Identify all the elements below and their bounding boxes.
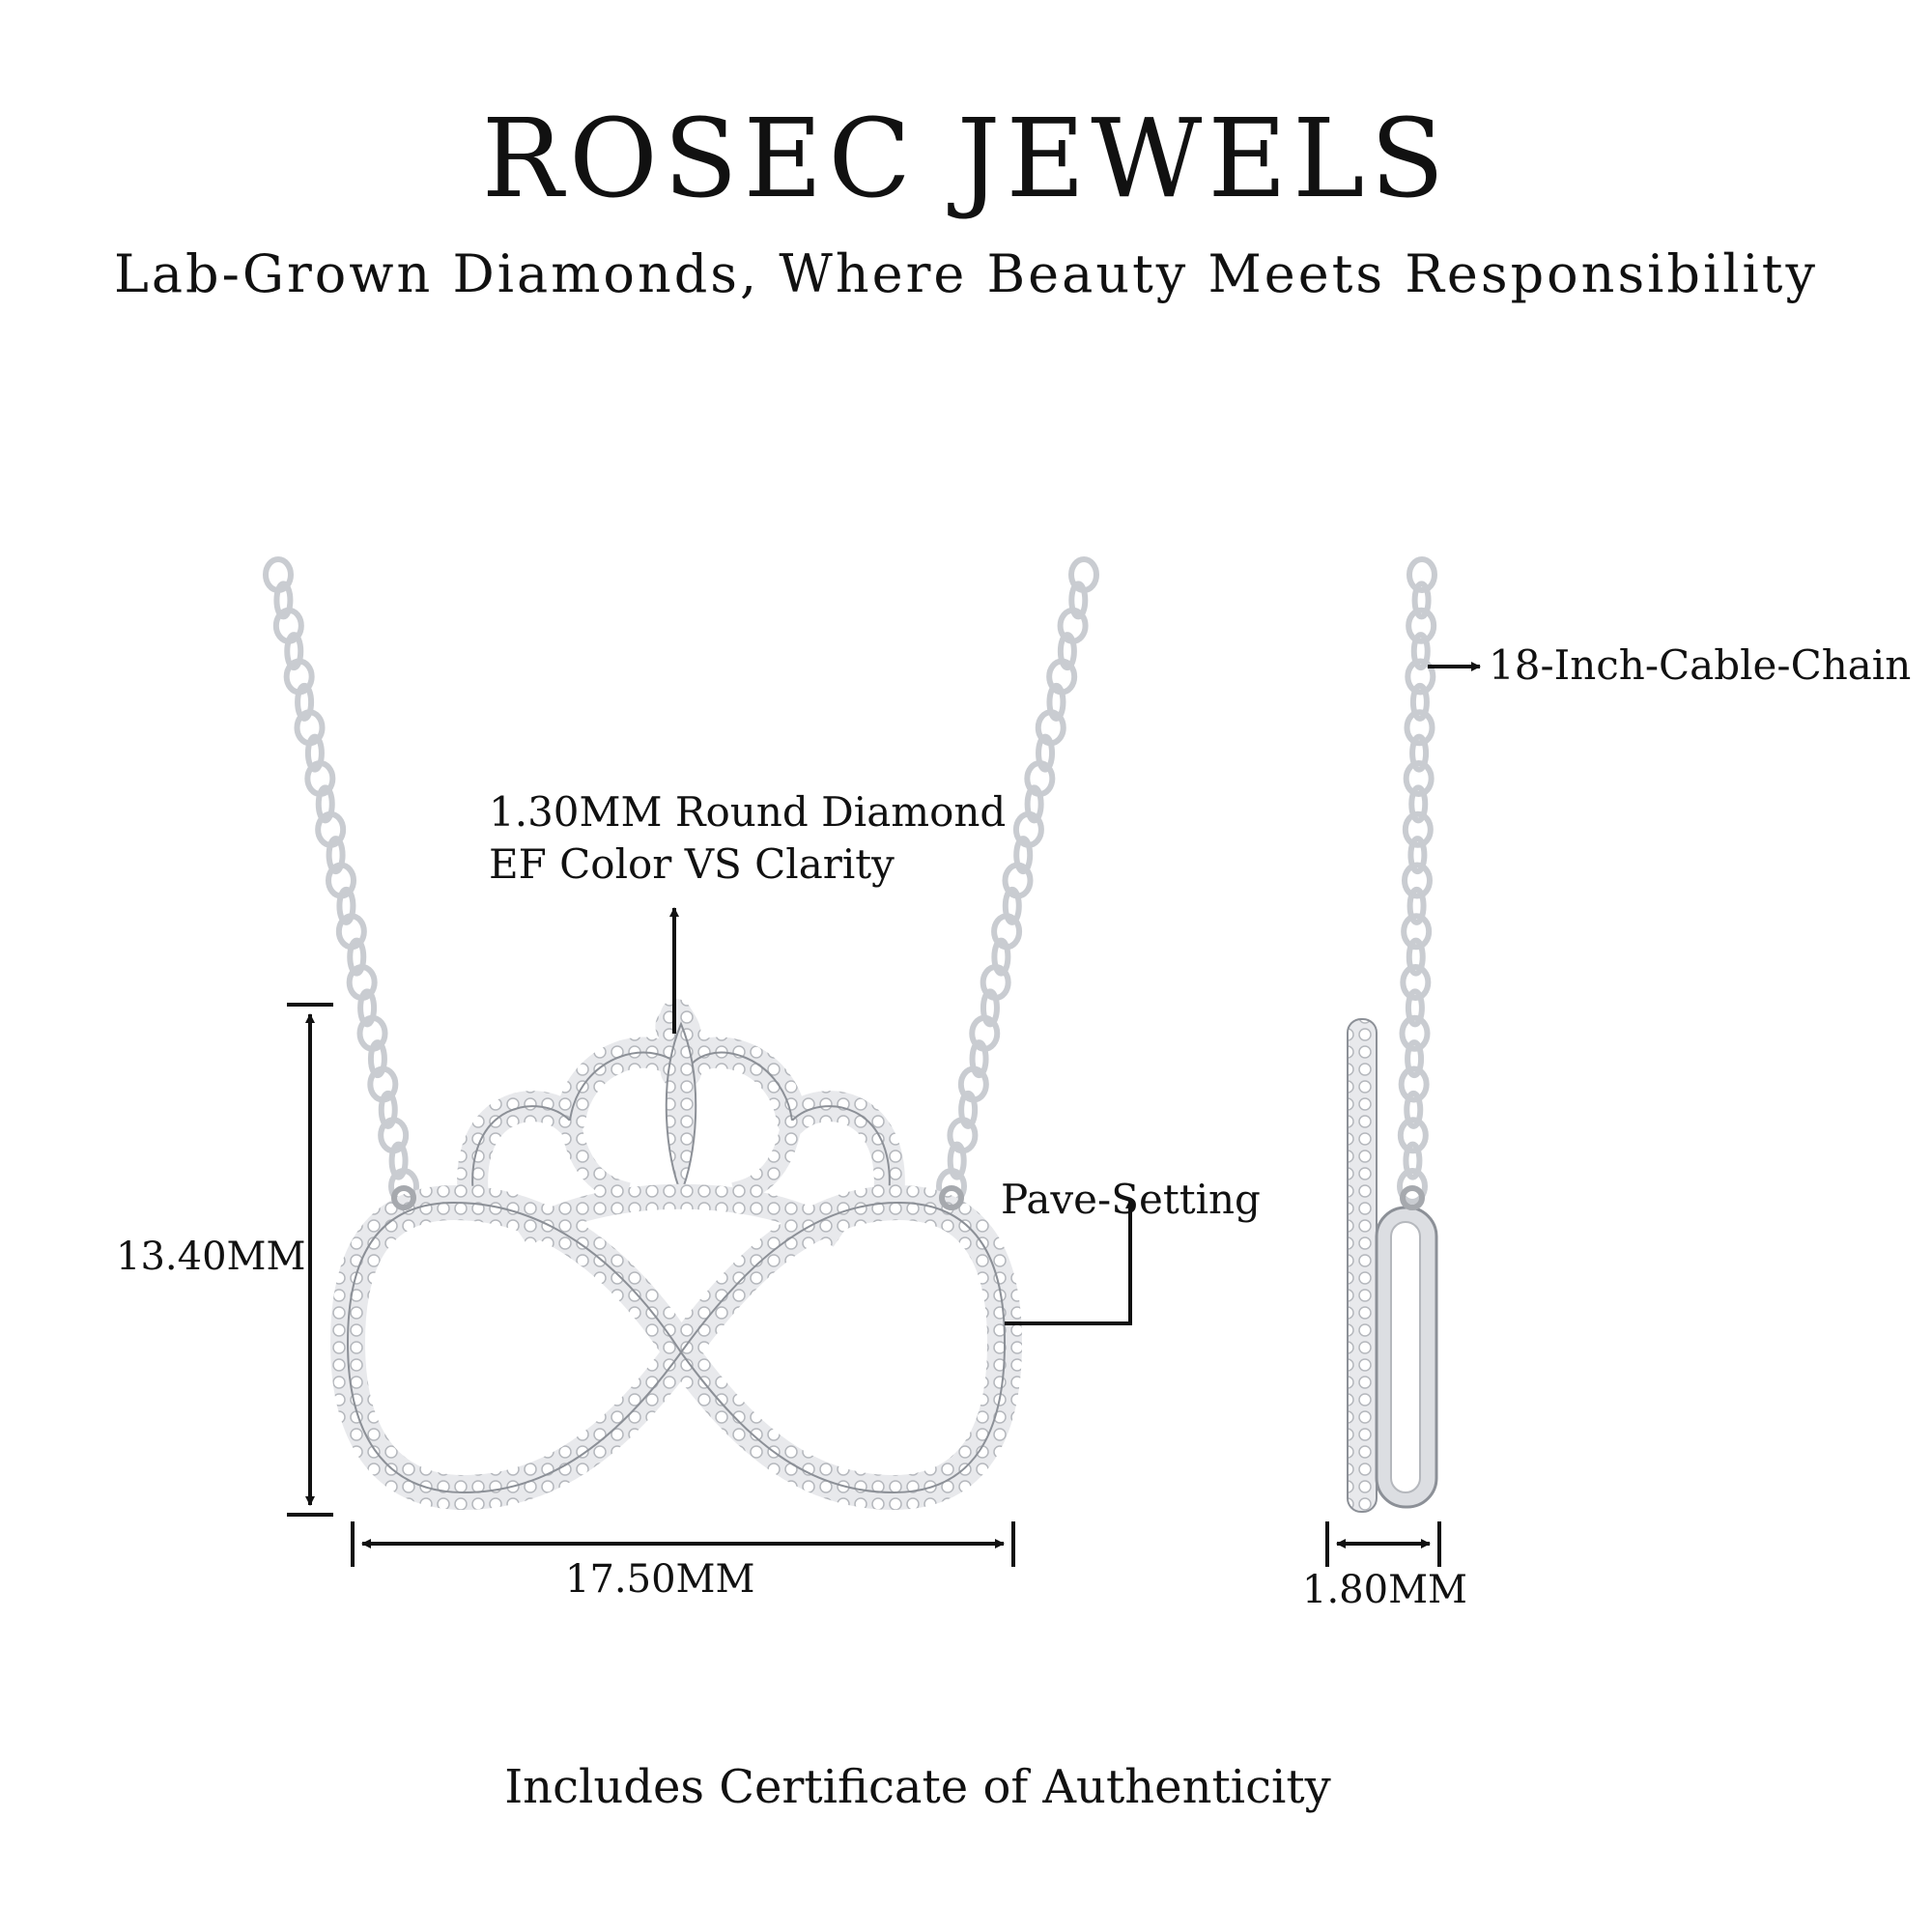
necklace-chain-right [936,556,1099,1205]
chain-link [1407,836,1428,875]
chain-link [357,988,378,1028]
chain-link [1411,581,1432,620]
chain-link [1013,836,1034,875]
diamond-spec-line-1: 1.30MM Round Diamond [489,788,1007,836]
chain-link [1402,810,1434,848]
pendant-front-view [330,999,1022,1510]
chain-link [1002,886,1022,925]
infinity-loop-edge [346,1201,1007,1494]
brand-title: ROSEC JEWELS [481,97,1451,222]
height-dimension-line [287,1003,333,1517]
chain-link [367,1039,387,1079]
chain-link [1024,784,1044,824]
height-dimension-label: 13.40MM [116,1235,306,1279]
width-dimension-label: 17.50MM [565,1557,755,1602]
chain-link [1408,784,1429,824]
chain-callout: 18-Inch-Cable-Chain [1489,641,1912,689]
chain-link [969,1039,989,1079]
chain-link [295,682,315,722]
chain-link [1400,964,1432,1001]
brand-tagline: Lab-Grown Diamonds, Where Beauty Meets R… [113,243,1819,304]
chain-link [1403,760,1435,797]
chain-link [1397,1168,1428,1205]
chain-link [1398,1065,1430,1103]
chain-link [1405,988,1425,1028]
chain-link [315,784,335,824]
chain-link [1405,658,1436,696]
chain-link [1409,733,1430,773]
chain-link [1406,607,1437,644]
diamond-spec-line-2: EF Color VS Clarity [489,840,895,888]
depth-dimension-line [1325,1521,1441,1567]
diamond-spec-callout: 1.30MM Round Diamond EF Color VS Clarity [489,786,1006,891]
crown-inner-arch-right [731,1118,803,1204]
certificate-note: Includes Certificate of Authenticity [504,1760,1331,1814]
chain-link [326,836,346,875]
chain-link [1410,632,1431,671]
infinity-loop [330,1185,1022,1510]
chain-link [284,632,304,671]
chain-link [1404,1090,1424,1129]
chain-link [980,988,1000,1028]
chain-link [1409,682,1430,722]
chain-link [1406,937,1426,977]
necklace-chain-left [263,556,419,1205]
chain-link [388,1141,409,1180]
necklace-chain-side [1397,556,1437,1205]
bail-right [939,1185,964,1210]
pendant-side-view [1347,1018,1438,1513]
chain-link [273,581,294,620]
chain-link [1403,1141,1423,1180]
chain-link [1068,581,1089,620]
chain-link [1404,709,1435,747]
chain-link [1405,1039,1425,1079]
depth-dimension-label: 1.80MM [1302,1568,1467,1612]
chain-link [1057,632,1077,671]
chain-link [958,1090,979,1129]
chain-link [991,937,1011,977]
chain-link [947,1141,967,1180]
setting-callout: Pave-Setting [1001,1176,1261,1223]
chain-link [1402,862,1433,899]
crown-inner-arch-left [559,1118,631,1204]
chain-link [1401,913,1433,951]
bail-left [391,1185,416,1210]
chain-link [1406,556,1437,593]
chain-link [1399,1014,1431,1052]
width-dimension-line [351,1521,1015,1567]
pave-callout-arrow [1005,1199,1135,1325]
chain-link [1036,733,1056,773]
chain-link [1397,1117,1429,1154]
chain-link [336,886,356,925]
chain-link [1406,886,1427,925]
chain-link [304,733,325,773]
chain-link [1046,682,1066,722]
chain-link [378,1090,398,1129]
chain-link [347,937,367,977]
